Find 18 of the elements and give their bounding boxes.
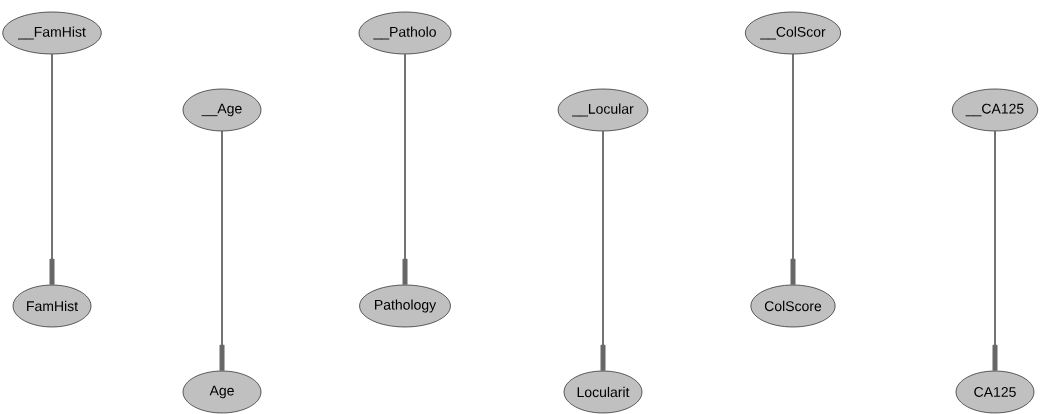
ellipse-node: __Age (182, 88, 262, 132)
ellipse-node: __Locular (557, 88, 649, 132)
ellipse-node: Age (182, 370, 262, 414)
ellipse-node: __CA125 (952, 88, 1038, 132)
ellipse-node: __Patholo (358, 11, 452, 55)
connector-line (219, 130, 225, 371)
connector-line (790, 53, 796, 285)
ellipse-node: __ColScor (745, 11, 841, 55)
connector-line (992, 130, 998, 371)
ellipse-node: Pathology (359, 284, 451, 328)
connector-line (402, 53, 408, 285)
ellipse-node: FamHist (12, 284, 92, 328)
connector-line (49, 53, 55, 285)
ellipse-node: ColScore (750, 284, 836, 328)
ellipse-node: __FamHist (2, 11, 102, 55)
ellipse-node: CA125 (955, 370, 1035, 414)
connector-line (600, 130, 606, 371)
ellipse-node: Locularit (563, 370, 643, 414)
